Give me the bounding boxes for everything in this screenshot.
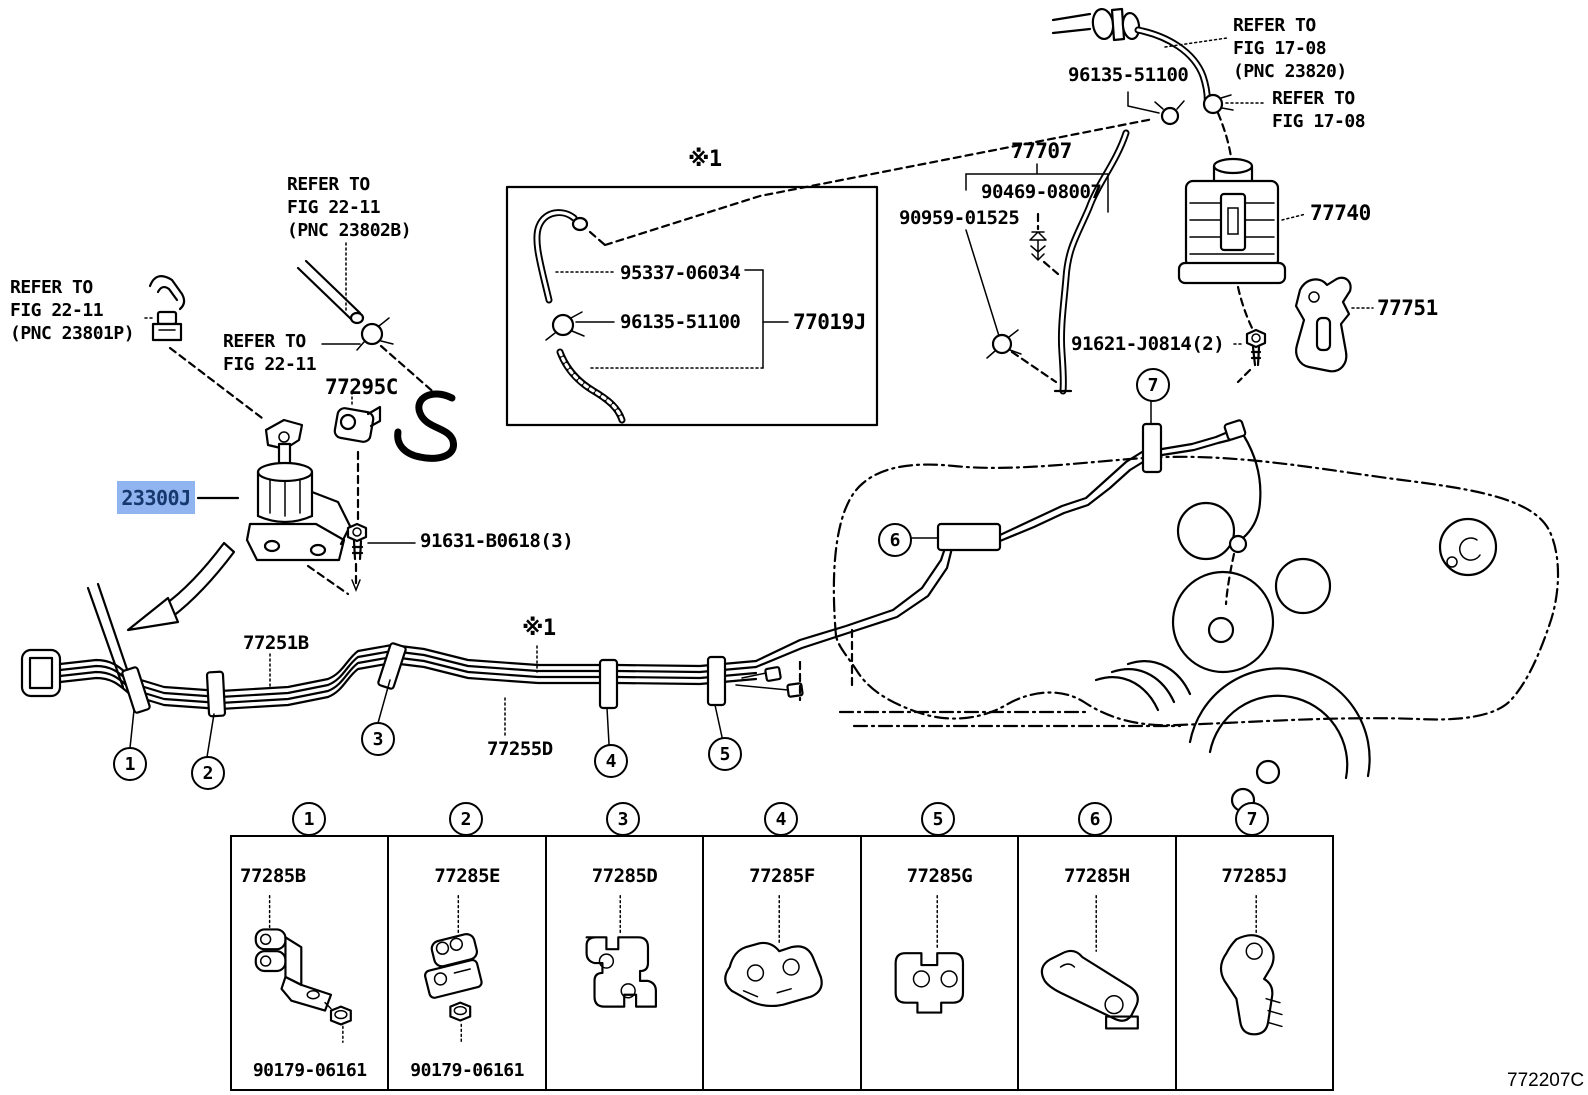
sub-part-number-label[interactable]: 90179-06161 (410, 1060, 524, 1081)
table-callout-3: 3 (606, 802, 640, 836)
top-right-hose-assembly (1051, 7, 1267, 159)
part-label-23300J-highlighted[interactable]: 23300J (117, 481, 195, 514)
clip-illustration-77285G (894, 895, 964, 1014)
clip-illustration-77285D (585, 895, 657, 1008)
part-label-77251B[interactable]: 77251B (243, 632, 309, 654)
tank-pump-rings (1171, 501, 1498, 674)
note-refer-fig22-11: REFER TO FIG 22-11 (223, 331, 317, 375)
clip-90469-bracket-box (965, 163, 1109, 276)
part-label-95337-06034[interactable]: 95337-06034 (620, 262, 741, 284)
callout-circle-3: 3 (361, 722, 395, 756)
part-label-77751[interactable]: 77751 (1377, 296, 1438, 320)
part-label-77019J[interactable]: 77019J (793, 310, 866, 334)
left-return-pipe (144, 275, 264, 420)
part-label-77295C[interactable]: 77295C (325, 375, 398, 399)
part-number-label[interactable]: 77285E (434, 865, 500, 887)
canister-bracket (1294, 276, 1374, 373)
clip-illustration-77285B (254, 895, 352, 1044)
note-asterisk1-inset: ※1 (688, 147, 722, 172)
callout-circle-4: 4 (594, 744, 628, 778)
part-label-91621-J0814[interactable]: 91621-J0814(2) (1071, 333, 1225, 355)
table-cell-3: 77285D (544, 837, 702, 1089)
callout-circle-6: 6 (878, 523, 912, 557)
part-label-90469-08007[interactable]: 90469-08007 (981, 181, 1102, 203)
part-label-96135-51100-top[interactable]: 96135-51100 (1068, 64, 1189, 86)
line-clips (121, 422, 1163, 718)
part-number-label[interactable]: 77285J (1221, 865, 1288, 887)
engine-mount-23300J-art (196, 418, 352, 562)
note-refer-fig22-11-pnc23801p: REFER TO FIG 22-11 (PNC 23801P) (10, 277, 135, 344)
table-callout-2: 2 (449, 802, 483, 836)
pipe-label-leaders (269, 645, 538, 736)
table-cell-4: 77285F (702, 837, 859, 1089)
part-label-96135-51100-inset[interactable]: 96135-51100 (620, 311, 741, 333)
callout-leader-lines (129, 397, 1152, 758)
clip-illustration-77285E (424, 895, 484, 1044)
fuel-tank-outline (832, 455, 1560, 728)
table-callout-6: 6 (1078, 802, 1112, 836)
note-refer-fig17-08: REFER TO FIG 17-08 (1272, 88, 1366, 132)
callout-circle-2: 2 (191, 756, 225, 790)
part-number-label[interactable]: 77285D (591, 865, 658, 887)
callout-circle-5: 5 (708, 737, 742, 771)
direction-arrow (126, 541, 236, 632)
table-cell-5: 77285G (859, 837, 1017, 1089)
clamp-77295C-art (333, 391, 382, 443)
clamp-90959 (965, 229, 1058, 384)
part-label-77740[interactable]: 77740 (1310, 201, 1371, 225)
table-cell-7: 77285J (1174, 837, 1332, 1089)
part-label-91631-B0618[interactable]: 91631-B0618(3) (420, 530, 574, 552)
left-inlet-tube (296, 242, 440, 398)
note-refer-fig22-11-pnc23802b: REFER TO FIG 22-11 (PNC 23802B) (287, 174, 412, 241)
clip-illustration-77285J (1219, 895, 1283, 1036)
table-cell-2: 77285E 90179-06161 (387, 837, 544, 1089)
mount-bolt-91631 (306, 450, 416, 596)
table-cell-6: 77285H (1017, 837, 1174, 1089)
part-label-77255D[interactable]: 77255D (487, 738, 553, 760)
sub-part-number-label[interactable]: 90179-06161 (252, 1060, 367, 1081)
part-label-77707[interactable]: 77707 (1011, 139, 1072, 163)
inset-detail-box (505, 185, 879, 427)
tank-bottom-curves (1094, 660, 1371, 813)
note-refer-fig17-08-pnc23820: REFER TO FIG 17-08 (PNC 23820) (1233, 15, 1347, 82)
bracket-bolt (1233, 328, 1267, 384)
black-wavy-hose (394, 390, 457, 462)
vapor-hose-77707 (1053, 129, 1130, 395)
table-cell-1: 77285B 90179-06161 (232, 837, 387, 1089)
figure-code: 772207C (1507, 1070, 1585, 1091)
part-number-label[interactable]: 77285B (240, 865, 306, 887)
table-callout-5: 5 (921, 802, 955, 836)
part-number-label[interactable]: 77285F (749, 865, 815, 887)
tank-fuel-pipes (735, 419, 1262, 702)
table-callout-7: 7 (1235, 802, 1269, 836)
clip-illustration-77285F (724, 895, 824, 1008)
note-asterisk1-line: ※1 (522, 616, 556, 641)
charcoal-canister (1177, 157, 1307, 332)
callout-circle-1: 1 (113, 747, 147, 781)
inset-leader-dashed (603, 117, 1155, 247)
part-number-label[interactable]: 77285H (1064, 865, 1130, 887)
clip-reference-table: 77285B 90179-06161 77285E (230, 835, 1334, 1091)
table-callout-4: 4 (764, 802, 798, 836)
clip-illustration-77285H (1040, 895, 1139, 1030)
table-callout-1: 1 (292, 802, 326, 836)
part-label-90959-01525[interactable]: 90959-01525 (899, 207, 1020, 229)
part-number-label[interactable]: 77285G (906, 865, 973, 887)
crossing-pipes (86, 582, 134, 689)
fuel-line-bundle (20, 643, 758, 711)
callout-circle-7: 7 (1136, 368, 1170, 402)
